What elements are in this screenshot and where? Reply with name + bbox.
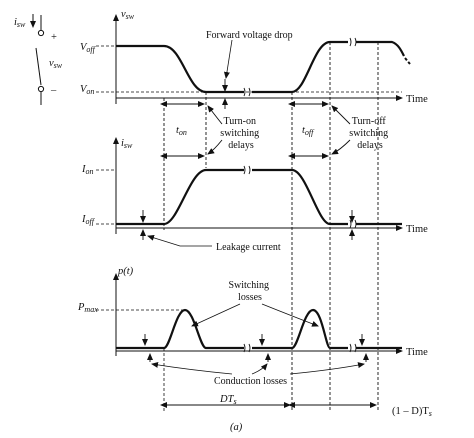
turn-off-delays-label: Turn-off switching delays — [349, 116, 390, 151]
switching-delay-annotations — [160, 42, 379, 412]
forward-voltage-drop-label: Forward voltage drop — [206, 30, 293, 41]
voltage-y-label: vsw — [121, 9, 135, 21]
current-y-label: isw — [121, 138, 133, 150]
switch-plus: + — [51, 32, 57, 43]
ion-label: Ion — [81, 164, 94, 176]
leakage-current-label: Leakage current — [216, 242, 281, 253]
switch-current-label: isw — [14, 17, 26, 29]
pmax-label: Pmax — [77, 302, 98, 314]
ioff-label: Ioff — [81, 214, 96, 226]
ton-label: ton — [176, 125, 187, 137]
panel-label: (a) — [230, 422, 243, 433]
power-waveform — [116, 308, 402, 350]
power-y-label: p(t) — [117, 266, 134, 277]
voltage-time-label: Time — [406, 94, 428, 105]
switch-symbol — [30, 14, 45, 105]
switch-voltage-label: vsw — [49, 58, 63, 70]
voff-label: Voff — [80, 42, 97, 54]
toff-label: toff — [302, 125, 315, 137]
dts-label: DTs — [219, 394, 237, 406]
one-minus-d-ts-label: (1 – D)Ts — [392, 406, 432, 418]
current-time-label: Time — [406, 224, 428, 235]
turn-on-delays-label: Turn-on switching delays — [220, 116, 261, 151]
power-plot — [96, 273, 403, 412]
switch-blade — [35, 47, 42, 86]
voltage-waveform — [116, 40, 405, 94]
current-plot — [96, 137, 403, 247]
current-waveform — [116, 168, 402, 226]
von-label: Von — [80, 84, 94, 96]
switching-losses-label: Switching losses — [228, 280, 271, 303]
switch-minus: – — [50, 85, 57, 96]
conduction-losses-label: Conduction losses — [214, 376, 287, 387]
power-time-label: Time — [406, 347, 428, 358]
